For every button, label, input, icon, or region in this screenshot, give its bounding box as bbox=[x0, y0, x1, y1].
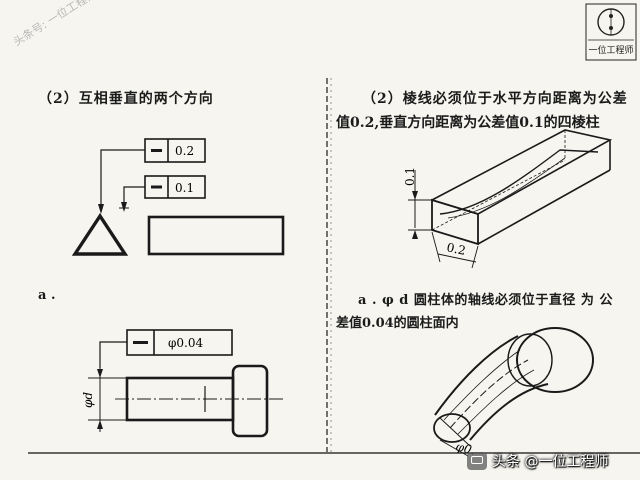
leader-line-curve bbox=[439, 439, 469, 457]
logo-mark bbox=[585, 3, 637, 61]
left-heading: （2）互相垂直的两个方向 bbox=[38, 91, 214, 107]
brand-watermark-text: 头条 @一位工程师 bbox=[492, 454, 609, 470]
left-label-a: a . bbox=[38, 288, 56, 303]
leader-arrow-top bbox=[98, 204, 104, 214]
cylinder-head bbox=[231, 364, 269, 438]
dim-arrow-bottom bbox=[97, 420, 103, 429]
leader-arrow-mid bbox=[121, 202, 127, 212]
right-heading-a-line2: 差值0.04的圆柱面内 bbox=[336, 316, 459, 331]
brand-watermark: 头条 @一位工程师 bbox=[467, 448, 637, 474]
dim-line-prism-h bbox=[437, 253, 477, 263]
ext-line-prism-h1 bbox=[431, 231, 441, 263]
tolerance-frame-cylinder: φ0.04 bbox=[126, 329, 233, 356]
triangle-end-view bbox=[71, 212, 129, 256]
leader-line-mid bbox=[123, 186, 145, 210]
dimension-label-prism-h: 0.2 bbox=[445, 240, 467, 258]
tolerance-value-top: 0.2 bbox=[175, 144, 194, 158]
dim-arrow-top bbox=[97, 369, 103, 378]
right-heading-line2: 值0.2,垂直方向距离为公差值0.1的四棱柱 bbox=[336, 115, 600, 131]
dimension-label-prism-v: 0.1 bbox=[403, 167, 417, 186]
tolerance-value-mid: 0.1 bbox=[175, 181, 194, 195]
logo-text: 一位工程师 bbox=[588, 46, 634, 56]
curved-cylinder-zone bbox=[433, 327, 594, 447]
dimension-label-dia: φd bbox=[81, 392, 95, 408]
dim-arrow-prism-v1 bbox=[412, 191, 418, 200]
ext-line-prism-h2 bbox=[471, 245, 479, 269]
leader-line-cylinder bbox=[99, 341, 127, 368]
right-heading-a-line1: a . φ d 圆柱体的轴线必须位于直径 为 公 bbox=[358, 293, 613, 308]
rectangle-side-view bbox=[147, 215, 285, 256]
right-heading-line1: （2）棱线必须位于水平方向距离为公差 bbox=[362, 91, 628, 107]
dim-arrow-prism-v2 bbox=[412, 230, 418, 239]
leader-line-top bbox=[100, 149, 145, 212]
prism-tolerance-zone bbox=[429, 129, 613, 246]
tolerance-frame-top: 0.2 bbox=[144, 138, 206, 163]
tolerance-frame-mid: 0.1 bbox=[144, 175, 206, 199]
tolerance-value-cylinder: φ0.04 bbox=[168, 336, 203, 350]
chat-bubble-icon bbox=[467, 452, 487, 470]
